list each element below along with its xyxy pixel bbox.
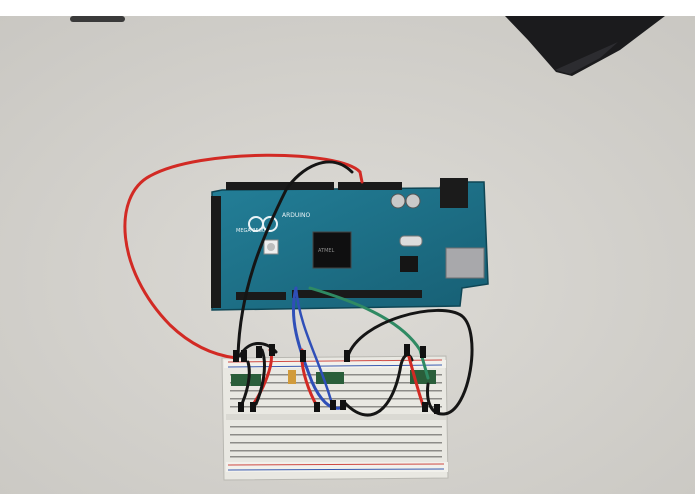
- laptop-edge: [555, 42, 618, 74]
- header-bottom-2: [292, 290, 422, 298]
- green-wire: [308, 286, 430, 380]
- laptop-corner: [505, 16, 665, 76]
- chip-marking-text: ATMEL: [318, 248, 335, 254]
- red-wire-loop: [123, 153, 362, 360]
- black-wire-top: [236, 160, 354, 358]
- arduino-logo: ARDUINO MEGA 2560: [236, 212, 311, 234]
- jumper-wires: [123, 153, 474, 417]
- sensor-module-2: [316, 372, 344, 384]
- wire-tips: [233, 344, 440, 414]
- arduino-board: ARDUINO MEGA 2560 ATMEL: [211, 178, 489, 311]
- header-top-1: [226, 182, 334, 190]
- top-margin: [0, 0, 695, 16]
- usb-port: [445, 247, 485, 279]
- small-component: [288, 370, 296, 384]
- black-wire-right: [346, 308, 474, 416]
- breadboard: [221, 355, 449, 481]
- board-model-text: MEGA 2560: [236, 228, 265, 234]
- sensor-module-1: [231, 374, 261, 386]
- header-bottom-1: [236, 292, 286, 300]
- board-brand-text: ARDUINO: [282, 212, 311, 219]
- power-jack: [440, 178, 468, 208]
- cable-top-left: [70, 16, 125, 22]
- header-top-2: [338, 182, 402, 190]
- header-left: [211, 196, 221, 308]
- mcu-chip: [312, 231, 352, 269]
